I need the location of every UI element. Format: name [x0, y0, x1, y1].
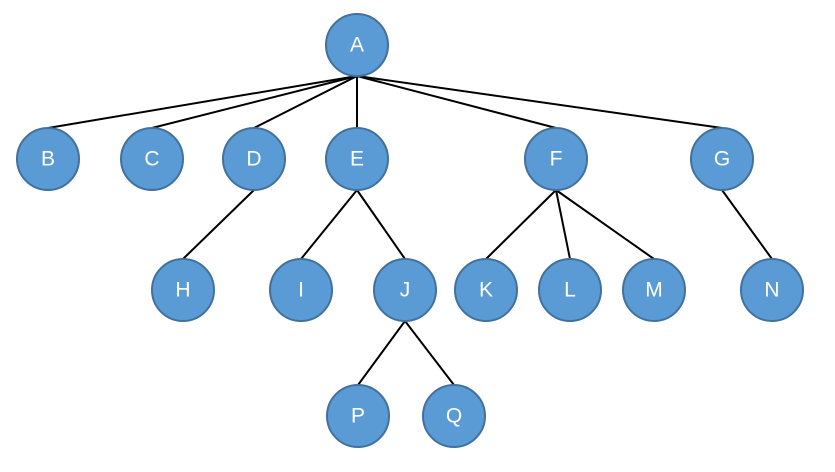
node-circle [16, 127, 80, 191]
node-label: D [246, 148, 261, 171]
edge-g-n [721, 189, 773, 260]
node-label: G [714, 148, 730, 171]
edge-d-h [182, 189, 255, 260]
node-c: C [120, 127, 184, 191]
node-circle [538, 258, 602, 322]
edge-a-f [356, 75, 557, 129]
node-g: G [690, 127, 754, 191]
node-circle [222, 127, 286, 191]
node-circle [373, 258, 437, 322]
node-label: B [41, 148, 55, 171]
node-d: D [222, 127, 286, 191]
edge-j-q [404, 320, 455, 386]
node-n: N [740, 258, 804, 322]
node-h: H [151, 258, 215, 322]
edge-j-p [357, 320, 406, 386]
node-circle [325, 127, 389, 191]
node-circle [740, 258, 804, 322]
edge-f-l [555, 189, 571, 260]
edge-e-j [356, 189, 406, 260]
node-circle [269, 258, 333, 322]
node-label: L [564, 279, 576, 302]
node-circle [120, 127, 184, 191]
edge-a-g [356, 75, 723, 129]
node-label: A [350, 34, 364, 57]
node-label: K [479, 279, 493, 302]
nodes-layer: A B C D E F G H I J K L M N P Q [16, 13, 804, 448]
node-label: Q [446, 405, 462, 428]
node-j: J [373, 258, 437, 322]
node-label: J [400, 279, 411, 302]
node-circle [325, 13, 389, 77]
node-label: N [764, 279, 779, 302]
edge-a-b [47, 75, 358, 129]
node-l: L [538, 258, 602, 322]
edge-a-c [151, 75, 358, 129]
edges-layer [47, 75, 773, 386]
node-label: F [550, 148, 563, 171]
node-circle [690, 127, 754, 191]
node-circle [454, 258, 518, 322]
edge-f-m [555, 189, 655, 260]
node-label: H [175, 279, 190, 302]
node-p: P [326, 384, 390, 448]
node-circle [524, 127, 588, 191]
node-f: F [524, 127, 588, 191]
node-label: E [350, 148, 364, 171]
node-k: K [454, 258, 518, 322]
edge-a-d [253, 75, 358, 129]
edge-f-k [485, 189, 557, 260]
node-a: A [325, 13, 389, 77]
node-circle [622, 258, 686, 322]
node-label: I [298, 279, 304, 302]
node-m: M [622, 258, 686, 322]
node-q: Q [422, 384, 486, 448]
node-label: M [645, 279, 663, 302]
node-b: B [16, 127, 80, 191]
node-circle [422, 384, 486, 448]
node-e: E [325, 127, 389, 191]
node-circle [326, 384, 390, 448]
node-label: P [351, 405, 365, 428]
node-circle [151, 258, 215, 322]
node-i: I [269, 258, 333, 322]
node-label: C [144, 148, 159, 171]
edge-e-i [300, 189, 358, 260]
